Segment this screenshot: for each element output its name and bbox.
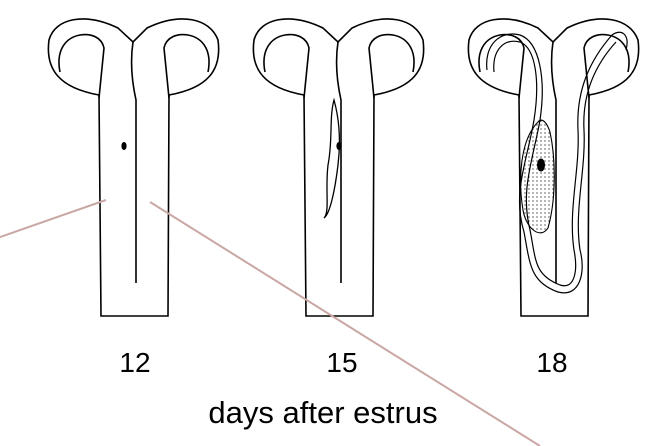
embryonic-disc-region (521, 120, 555, 233)
filamentous-conceptus (487, 32, 627, 286)
elongated-conceptus (324, 100, 339, 218)
axis-caption: days after estrus (0, 394, 646, 432)
uterus-day-12 (48, 19, 218, 316)
day-label-18: 18 (512, 346, 592, 380)
embryo-dot (336, 142, 341, 150)
embryo-dot (121, 142, 126, 150)
uterus-day-18 (468, 19, 638, 316)
left-horn-inner (59, 35, 104, 98)
uterus-outline (48, 19, 218, 316)
uterus-outline (253, 19, 423, 316)
pointer-line-left (0, 200, 106, 237)
left-horn-inner (479, 35, 524, 98)
uterus-day-15 (253, 19, 423, 316)
right-horn-inner (164, 35, 209, 98)
right-horn-inner (369, 35, 414, 98)
embryo-dot (537, 159, 545, 172)
day-label-12: 12 (95, 346, 175, 380)
septum-line (132, 42, 136, 283)
left-horn-inner (264, 35, 309, 98)
filamentous-conceptus-inner (494, 41, 616, 293)
day-label-15: 15 (302, 346, 382, 380)
